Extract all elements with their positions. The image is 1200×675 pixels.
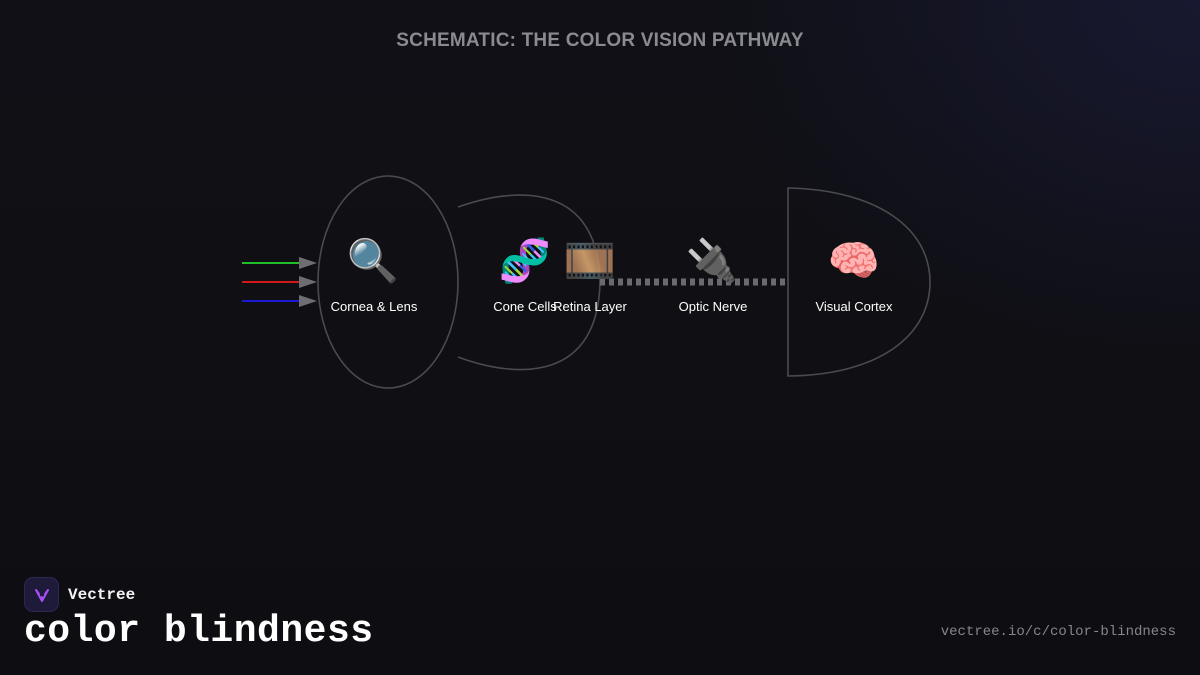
- node-cornea-lens: 🔍 Cornea & Lens: [331, 234, 418, 314]
- diagram-title: SCHEMATIC: THE COLOR VISION PATHWAY: [396, 30, 804, 51]
- light-ray-arrowhead: [299, 295, 317, 307]
- vectree-logo-icon: [24, 577, 59, 612]
- magnifier-icon: 🔍: [347, 234, 399, 285]
- brand: Vectree: [24, 577, 135, 612]
- light-rays: [242, 257, 317, 307]
- node-cone-cells: 🧬 Cone Cells: [493, 235, 557, 314]
- node-label-optic-nerve: Optic Nerve: [679, 299, 748, 314]
- lens-outline: [317, 175, 459, 389]
- node-optic-nerve: 🔌 Optic Nerve: [679, 236, 748, 314]
- topic-url[interactable]: vectree.io/c/color-blindness: [940, 624, 1176, 640]
- brand-name: Vectree: [68, 585, 136, 604]
- topic-title: color blindness: [24, 610, 374, 653]
- plug-icon: 🔌: [686, 236, 738, 285]
- dna-icon: 🧬: [499, 235, 551, 286]
- node-label-retina-layer: Retina Layer: [553, 299, 627, 314]
- node-visual-cortex: 🧠 Visual Cortex: [815, 237, 893, 314]
- node-retina-layer: 🎞️ Retina Layer: [553, 237, 627, 314]
- brain-icon: 🧠: [828, 237, 880, 284]
- cortex-outline: [787, 187, 931, 377]
- node-label-visual-cortex: Visual Cortex: [815, 299, 893, 314]
- film-strip-icon: 🎞️: [564, 237, 616, 284]
- node-label-cornea-lens: Cornea & Lens: [331, 299, 418, 314]
- node-label-cone-cells: Cone Cells: [493, 299, 557, 314]
- light-ray-arrowhead: [299, 276, 317, 288]
- light-ray-arrowhead: [299, 257, 317, 269]
